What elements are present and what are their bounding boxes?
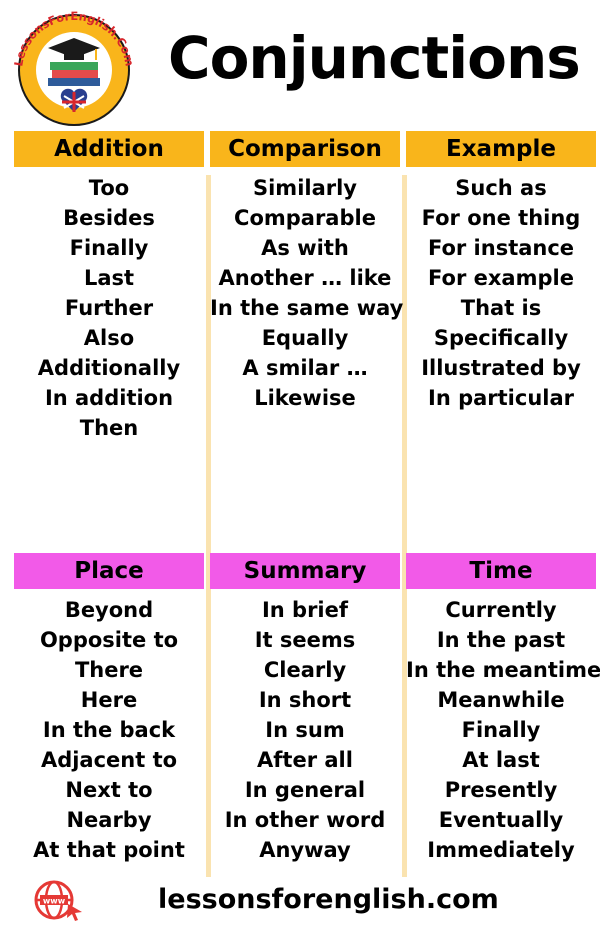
- word-list: Such as For one thing For instance For e…: [406, 173, 596, 413]
- list-item: Similarly: [252, 176, 357, 200]
- list-item: In the past: [436, 628, 566, 652]
- list-item: A smilar …: [242, 356, 368, 380]
- word-list: Too Besides Finally Last Further Also Ad…: [14, 173, 204, 443]
- list-item: Meanwhile: [437, 688, 565, 712]
- list-item: Specifically: [433, 326, 569, 350]
- list-item: Clearly: [263, 658, 347, 682]
- page-title: Conjunctions: [168, 24, 581, 92]
- list-item: Another … like: [218, 266, 392, 290]
- list-item: Such as: [455, 176, 547, 200]
- list-item: For instance: [427, 236, 575, 260]
- list-item: Further: [64, 296, 154, 320]
- list-item: In short: [258, 688, 352, 712]
- list-item: At last: [462, 748, 540, 772]
- list-item: Currently: [445, 598, 557, 622]
- list-item: That is: [460, 296, 542, 320]
- list-item: For one thing: [421, 206, 581, 230]
- list-item: Additionally: [37, 356, 181, 380]
- word-list: Currently In the past In the meantime Me…: [406, 595, 600, 865]
- list-item: It seems: [254, 628, 356, 652]
- column-place: Place Beyond Opposite to There Here In t…: [14, 553, 204, 865]
- list-item: In general: [244, 778, 366, 802]
- list-item: At that point: [33, 838, 185, 862]
- list-item: As with: [261, 236, 349, 260]
- column-heading: Summary: [210, 553, 400, 589]
- list-item: Equally: [261, 326, 349, 350]
- list-item: In addition: [44, 386, 174, 410]
- list-item: Here: [80, 688, 138, 712]
- list-item: After all: [257, 748, 353, 772]
- globe-cursor-icon: www: [30, 878, 84, 922]
- list-item: In other word: [224, 808, 386, 832]
- word-list: Similarly Comparable As with Another … l…: [210, 173, 404, 413]
- list-item: In the same way: [210, 296, 404, 320]
- list-item: In the back: [42, 718, 176, 742]
- list-item: In brief: [261, 598, 349, 622]
- list-item: There: [74, 658, 144, 682]
- list-item: Next to: [65, 778, 153, 802]
- list-item: Opposite to: [39, 628, 179, 652]
- column-divider: [402, 175, 407, 877]
- list-item: Adjacent to: [40, 748, 178, 772]
- list-item: In the meantime: [406, 658, 600, 682]
- word-list: In brief It seems Clearly In short In su…: [210, 595, 400, 865]
- column-heading: Example: [406, 131, 596, 167]
- list-item: In sum: [265, 718, 345, 742]
- list-item: Finally: [69, 236, 149, 260]
- list-item: Nearby: [66, 808, 152, 832]
- list-item: Immediately: [427, 838, 575, 862]
- list-item: Illustrated by: [421, 356, 581, 380]
- list-item: Eventually: [438, 808, 564, 832]
- site-logo: LessonsForEnglish.Com: [8, 8, 140, 126]
- word-list: Beyond Opposite to There Here In the bac…: [14, 595, 204, 865]
- column-addition: Addition Too Besides Finally Last Furthe…: [14, 131, 204, 443]
- column-divider: [206, 175, 211, 877]
- column-heading: Place: [14, 553, 204, 589]
- svg-text:www: www: [43, 897, 66, 906]
- list-item: For example: [428, 266, 574, 290]
- list-item: Presently: [444, 778, 558, 802]
- column-example: Example Such as For one thing For instan…: [406, 131, 596, 413]
- column-time: Time Currently In the past In the meanti…: [406, 553, 600, 865]
- list-item: Comparable: [234, 206, 376, 230]
- column-heading: Comparison: [210, 131, 400, 167]
- list-item: Last: [83, 266, 135, 290]
- list-item: Besides: [63, 206, 155, 230]
- column-summary: Summary In brief It seems Clearly In sho…: [210, 553, 400, 865]
- list-item: In particular: [428, 386, 574, 410]
- column-heading: Addition: [14, 131, 204, 167]
- list-item: Too: [88, 176, 130, 200]
- list-item: Beyond: [64, 598, 154, 622]
- list-item: Also: [83, 326, 135, 350]
- list-item: Finally: [461, 718, 541, 742]
- list-item: Likewise: [254, 386, 356, 410]
- list-item: Then: [79, 416, 139, 440]
- column-heading: Time: [406, 553, 596, 589]
- list-item: Anyway: [259, 838, 351, 862]
- footer-url[interactable]: lessonsforenglish.com: [158, 884, 499, 915]
- column-comparison: Comparison Similarly Comparable As with …: [210, 131, 404, 413]
